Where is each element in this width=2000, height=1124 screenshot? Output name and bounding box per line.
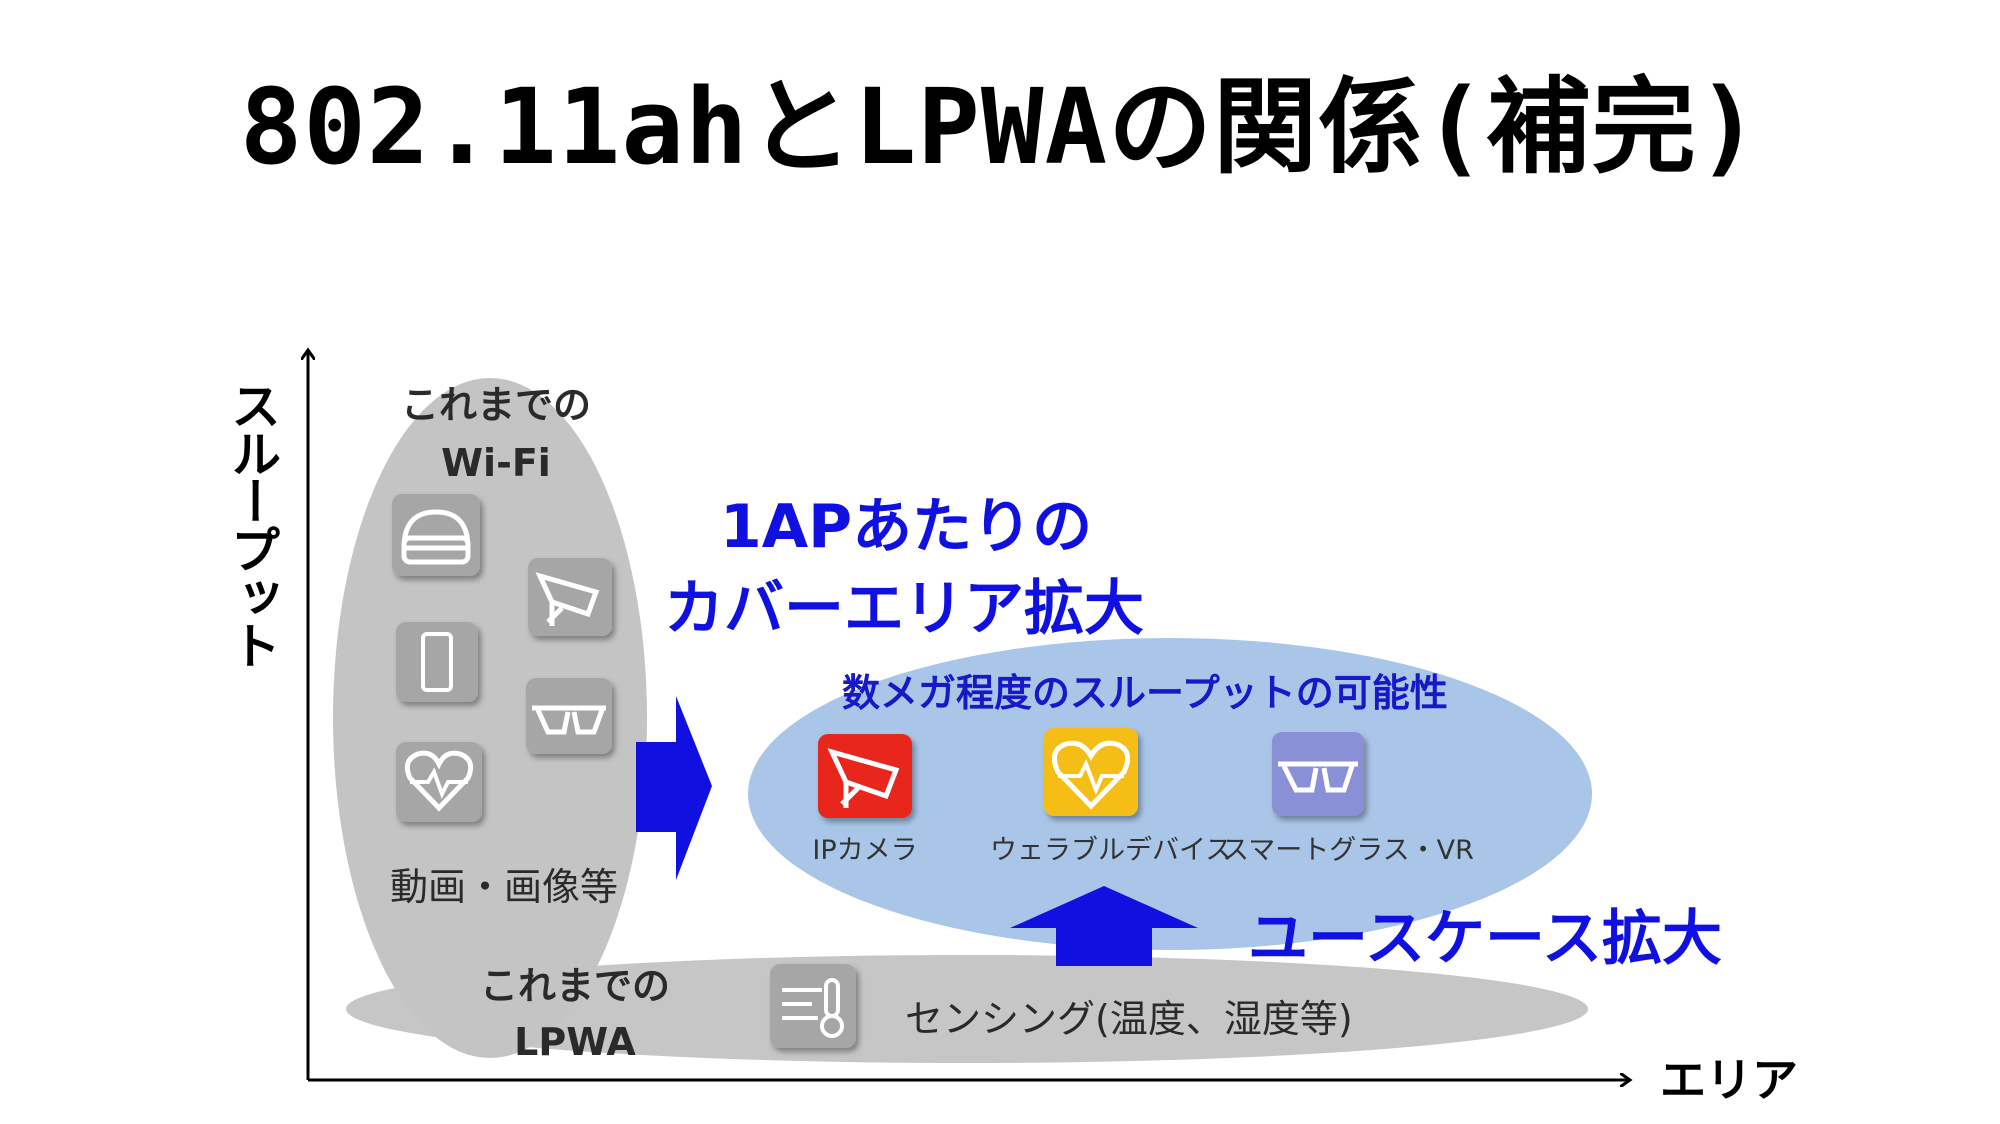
thermometer-sensor-icon <box>770 964 856 1048</box>
x-axis-label: エリア <box>1660 1053 1798 1107</box>
lpwa-label-line1: これまでの <box>479 964 670 1008</box>
smart-glasses-icon <box>526 678 612 754</box>
ah-ellipse <box>748 638 1592 950</box>
coverage-arrow <box>636 696 712 880</box>
wifi-caption: 動画・画像等 <box>390 865 619 909</box>
wifi-label-line1: これまでの <box>400 383 591 427</box>
ip-camera-app-icon <box>818 734 912 818</box>
smart-glasses-label: スマートグラス・VR <box>1222 835 1474 866</box>
page-title: 802.11ahとLPWAの関係(補完) <box>239 66 1761 188</box>
coverage-heading-line1: 1APあたりの <box>720 492 1093 562</box>
y-axis-label: スループット <box>223 380 281 668</box>
vr-headset-icon <box>392 494 480 576</box>
coverage-heading-line2: カバーエリア拡大 <box>664 574 1144 644</box>
usecase-heading: ユースケース拡大 <box>1248 904 1722 974</box>
wearable-app-icon <box>1044 728 1138 816</box>
wifi-label-line2: Wi-Fi <box>441 441 551 485</box>
heart-rate-icon <box>396 742 482 822</box>
sensing-caption: センシング(温度、湿度等) <box>905 997 1353 1041</box>
smart-glasses-app-icon <box>1272 732 1364 816</box>
lpwa-ellipse <box>346 955 1588 1063</box>
wifi-label: これまでの Wi-Fi <box>346 376 646 492</box>
lpwa-label-line2: LPWA <box>514 1020 636 1064</box>
ip-camera-label: IPカメラ <box>812 835 918 866</box>
usecase-arrow <box>1010 886 1198 966</box>
security-camera-icon <box>528 558 612 636</box>
throughput-note: 数メガ程度のスループットの可能性 <box>842 671 1448 715</box>
lpwa-label: これまでの LPWA <box>430 958 720 1070</box>
wearable-label: ウェラブルデバイス <box>990 835 1233 866</box>
smartphone-icon <box>396 622 478 702</box>
